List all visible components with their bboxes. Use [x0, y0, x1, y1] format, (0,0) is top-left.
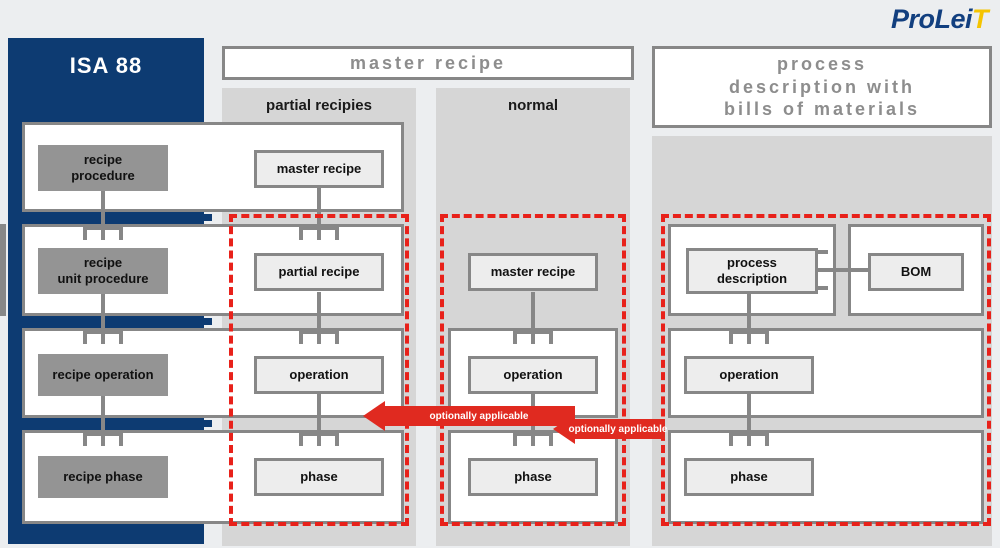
normal-row-panel-unit-procedure	[0, 224, 6, 316]
connector-process-bom	[818, 268, 868, 272]
logo-accent-letter: T	[972, 4, 989, 34]
fork-isa-3	[83, 330, 123, 344]
connector-partial-3	[317, 394, 321, 438]
node-partial-recipe[interactable]: partial recipe	[254, 253, 384, 291]
connector-normal-2	[531, 292, 535, 334]
fork-process-3	[729, 330, 769, 344]
blue-divider-3	[22, 420, 212, 427]
isa88-title: ISA 88	[69, 53, 143, 78]
header-master-recipe: master recipe	[222, 46, 634, 80]
node-recipe-unit-procedure[interactable]: recipe unit procedure	[38, 248, 168, 294]
connector-partial-1	[317, 188, 321, 226]
node-operation-process[interactable]: operation	[684, 356, 814, 394]
fork-isa-4	[83, 432, 123, 446]
arrow-label-right: optionally applicable	[569, 419, 667, 439]
fork-isa-2	[83, 226, 123, 240]
connector-process-3	[747, 394, 751, 438]
node-operation-normal[interactable]: operation	[468, 356, 598, 394]
node-process-description[interactable]: process description	[686, 248, 818, 294]
blue-divider-1	[22, 214, 212, 221]
arrow-head-left-icon	[363, 401, 385, 431]
connector-isa-1	[101, 188, 105, 226]
arrow-label-left: optionally applicable	[383, 406, 575, 426]
arrow-optionally-applicable-left: optionally applicable	[363, 401, 575, 431]
fork-normal-4	[513, 432, 553, 446]
node-phase-process[interactable]: phase	[684, 458, 814, 496]
fork-partial-4	[299, 432, 339, 446]
connector-process-2	[747, 292, 751, 334]
connector-isa-3	[101, 394, 105, 438]
header-process-description: process description with bills of materi…	[652, 46, 992, 128]
node-recipe-operation[interactable]: recipe operation	[38, 354, 168, 396]
connector-isa-2	[101, 292, 105, 334]
logo-text: ProLei	[890, 4, 973, 34]
proleit-logo: ProLeiT	[890, 4, 989, 35]
node-recipe-procedure[interactable]: recipe procedure	[38, 145, 168, 191]
arrow-head-right-icon	[553, 414, 575, 444]
fork-process-4	[729, 432, 769, 446]
node-master-recipe-partial[interactable]: master recipe	[254, 150, 384, 188]
connector-partial-2	[317, 292, 321, 334]
fork-partial-3	[299, 330, 339, 344]
node-bom[interactable]: BOM	[868, 253, 964, 291]
node-operation-partial[interactable]: operation	[254, 356, 384, 394]
node-phase-partial[interactable]: phase	[254, 458, 384, 496]
node-master-recipe-normal[interactable]: master recipe	[468, 253, 598, 291]
node-recipe-phase[interactable]: recipe phase	[38, 456, 168, 498]
node-phase-normal[interactable]: phase	[468, 458, 598, 496]
blue-divider-2	[22, 318, 212, 325]
fork-partial-2	[299, 226, 339, 240]
arrow-optionally-applicable-right: optionally applicable	[553, 414, 667, 444]
fork-normal-3	[513, 330, 553, 344]
